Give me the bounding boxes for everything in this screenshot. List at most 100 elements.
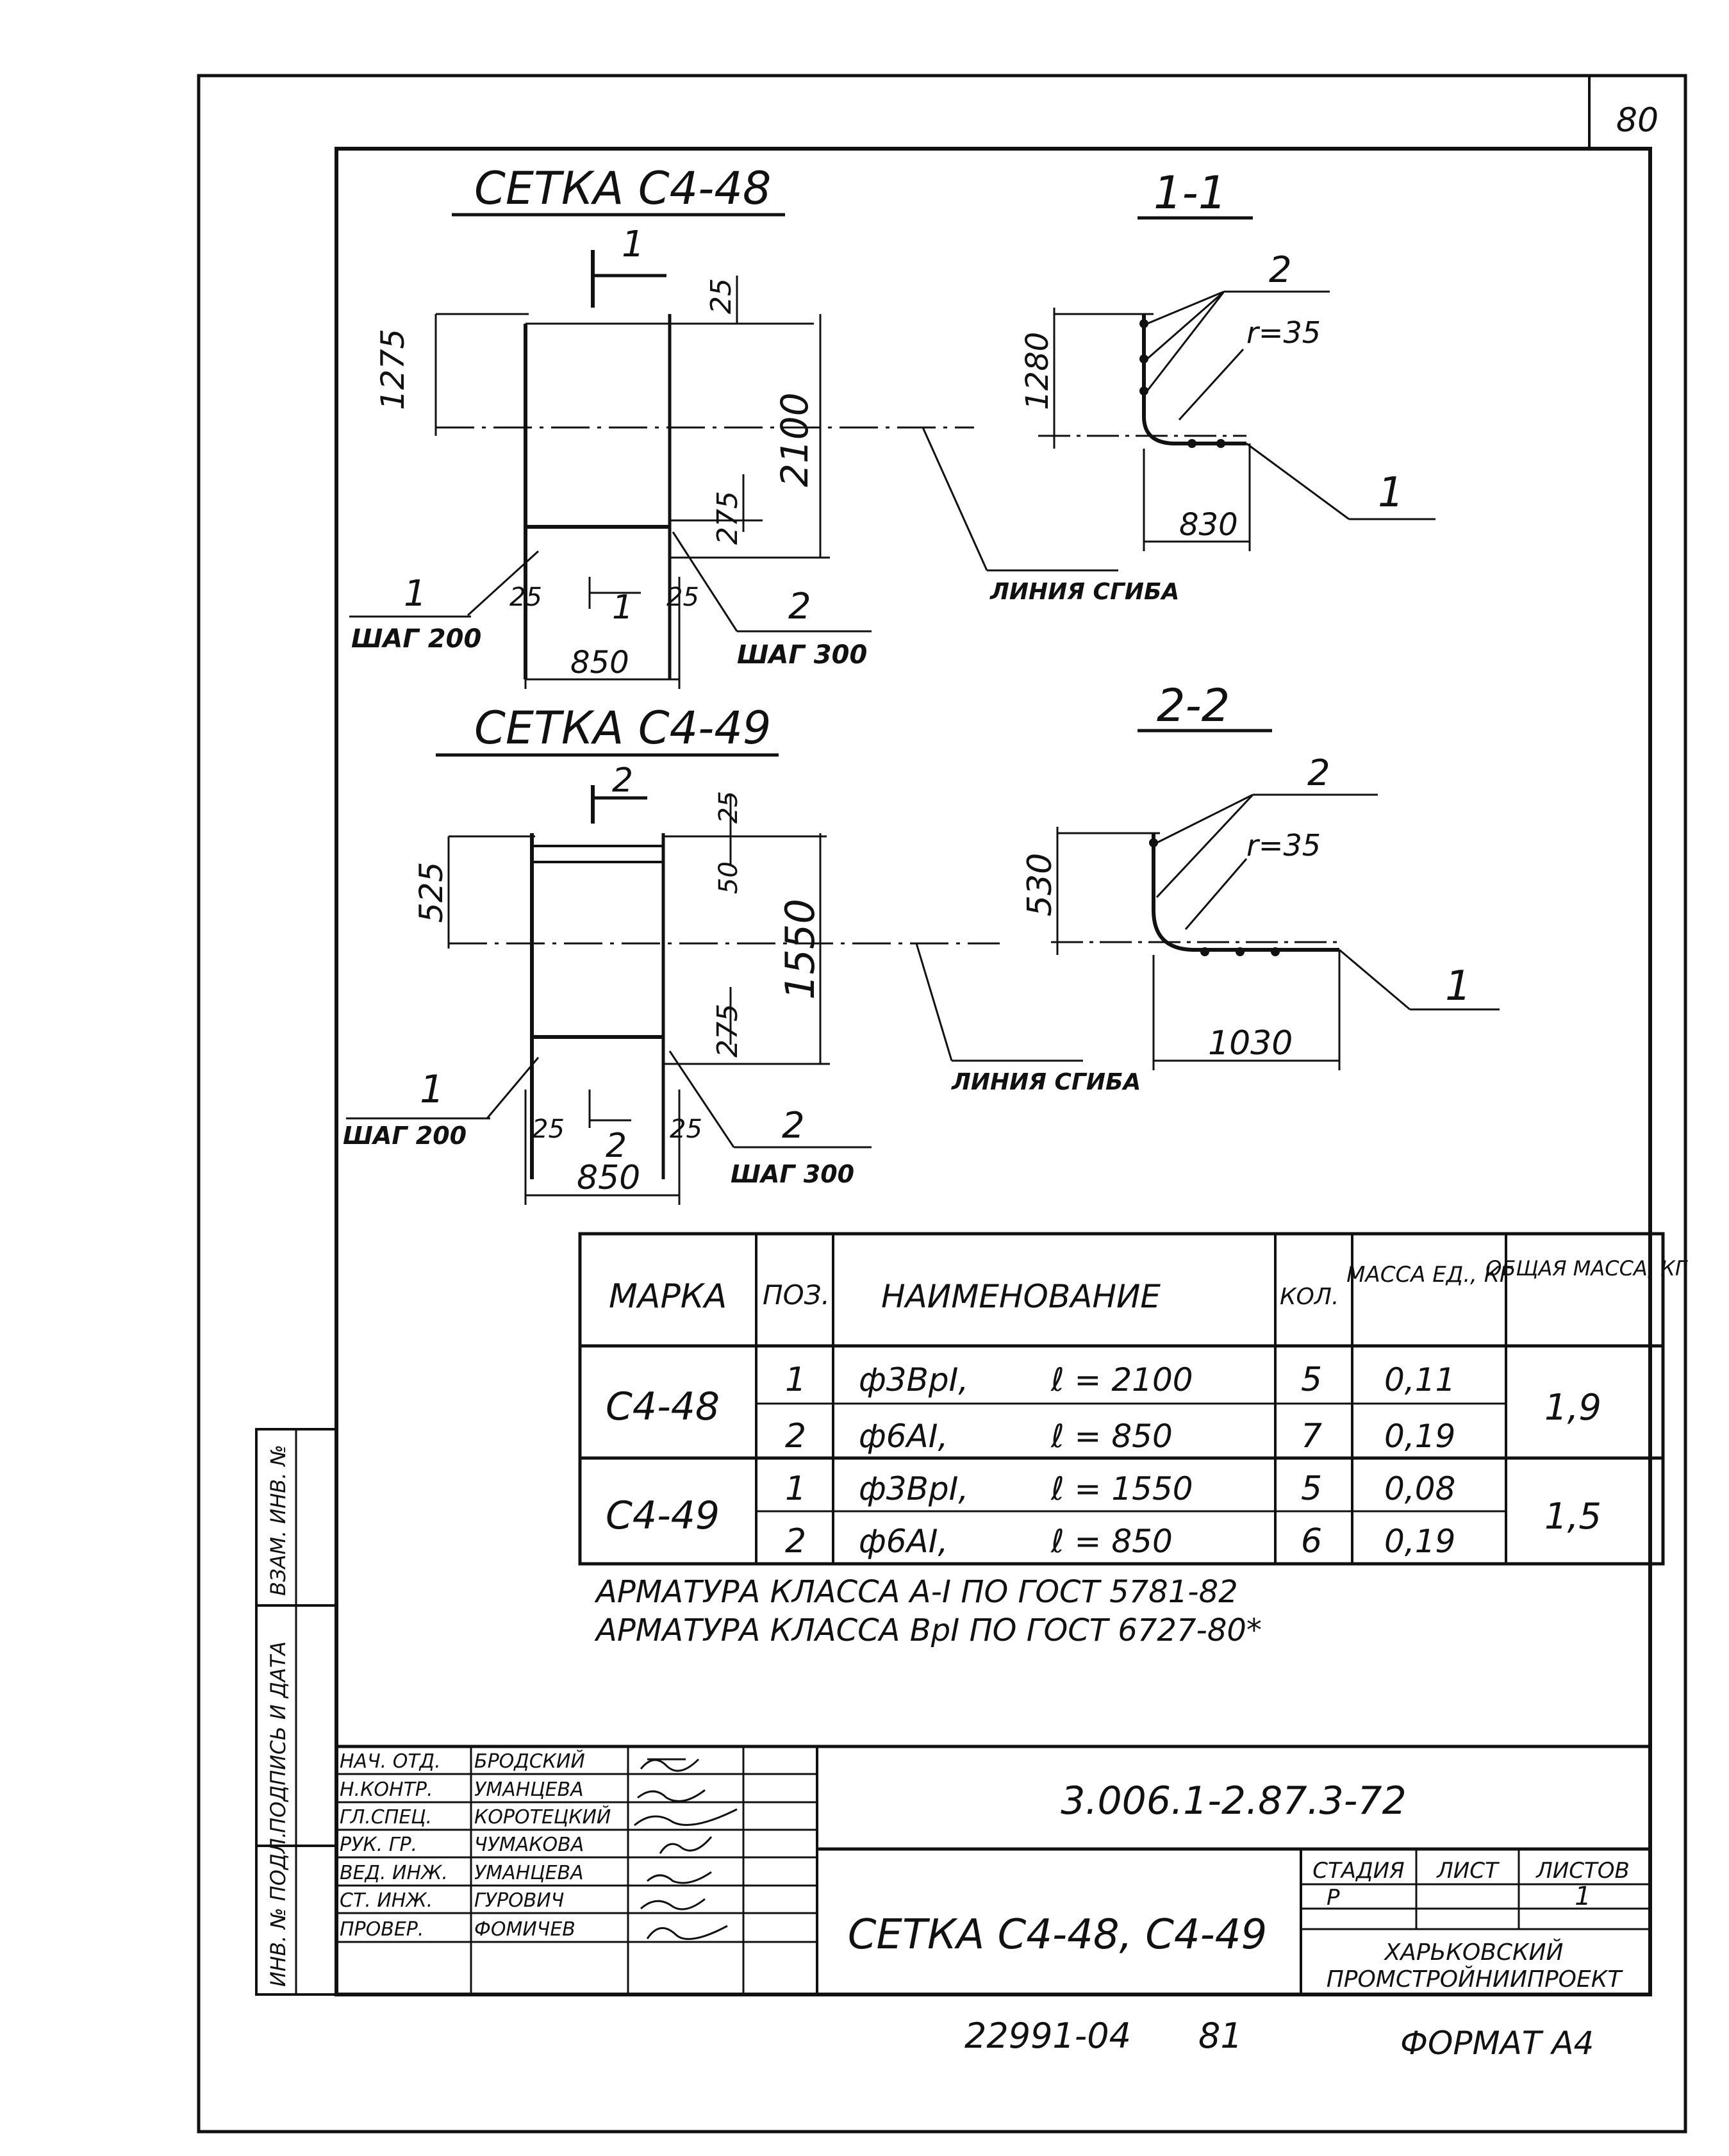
signature-scribbles: [634, 1758, 738, 1940]
spec-row3-qty: 5: [1301, 1470, 1322, 1508]
mesh-a-dim-25-right: 25: [666, 583, 699, 612]
mesh-a-dim-1275: 1275: [374, 329, 411, 410]
mesh-b-dim-275: 275: [711, 1004, 744, 1057]
spec-row3-mass: 0,08: [1384, 1470, 1455, 1507]
doc-code: 3.006.1-2.87.3-72: [1061, 1779, 1407, 1823]
spec-row2-pos: 2: [785, 1417, 806, 1455]
spec-header-unit-mass: МАССА ЕД., КГ: [1346, 1262, 1514, 1288]
inner-frame: [335, 147, 1652, 1996]
note-1: АРМАТУРА КЛАССА А-I ПО ГОСТ 5781-82: [594, 1574, 1238, 1610]
mesh-a-dim-25-top: 25: [705, 278, 738, 314]
mesh-b-dim-25-top: 25: [714, 791, 743, 824]
signer-2-role: Н.КОНТР.: [340, 1779, 433, 1801]
spec-row1-pos: 1: [785, 1361, 806, 1399]
signer-6-role: СТ. ИНЖ.: [340, 1889, 433, 1912]
mesh-b-dim-25-left: 25: [532, 1115, 565, 1144]
mesh-b-dim-850: 850: [577, 1159, 640, 1197]
section-a-title: 1-1: [1154, 167, 1227, 219]
mesh-c4-48-plan: СЕТКА С4-48 1 1275 25 2100 275 850 25 25: [349, 162, 1179, 689]
mesh-a-section-mark-bottom: 1: [612, 588, 633, 627]
spec-row4-qty: 6: [1301, 1522, 1322, 1561]
mesh-b-dim-1550: 1550: [777, 899, 823, 1000]
doc-title: СЕТКА С4-48, С4-49: [848, 1911, 1267, 1959]
footer-format: ФОРМАТ А4: [1400, 2025, 1594, 2062]
spec-row2-name: ф6АI,: [859, 1418, 948, 1455]
mesh-b-pos2-label: 2: [782, 1105, 805, 1147]
spec-row2-mass: 0,19: [1384, 1418, 1455, 1455]
section-b-pos2: 2: [1307, 752, 1330, 794]
section-a-pos2: 2: [1269, 249, 1292, 291]
mesh-b-title: СЕТКА С4-49: [474, 702, 771, 754]
spec-row2-len: ℓ = 850: [1050, 1418, 1173, 1455]
mesh-a-dim-2100: 2100: [773, 392, 816, 487]
mesh-a-dim-850: 850: [570, 645, 629, 681]
spec-row3-len: ℓ = 1550: [1050, 1470, 1193, 1507]
section-b-title: 2-2: [1157, 679, 1230, 732]
mesh-a-pos1-step: ШАГ 200: [351, 624, 481, 654]
footer-page: 81: [1198, 2016, 1243, 2056]
sheet-label: ЛИСТ: [1435, 1858, 1500, 1884]
spec-row1-qty: 5: [1301, 1361, 1322, 1399]
side-label-signature-date: ПОДПИСЬ И ДАТА: [266, 1641, 290, 1833]
stage-label: СТАДИЯ: [1312, 1858, 1404, 1884]
side-label-original-inv: ИНВ. № ПОДЛ.: [266, 1832, 290, 1987]
org-line-1: ХАРЬКОВСКИЙ: [1384, 1939, 1564, 1966]
mesh-b-dim-50: 50: [714, 861, 743, 894]
mesh-b-pos1-label: 1: [420, 1067, 444, 1112]
section-b-pos1: 1: [1445, 963, 1471, 1010]
signer-4-name: ЧУМАКОВА: [474, 1834, 584, 1856]
footer-inventory: 22991-04: [964, 2016, 1131, 2056]
spec-row1-len: ℓ = 2100: [1050, 1361, 1193, 1398]
sheets-label: ЛИСТОВ: [1535, 1858, 1630, 1884]
section-a-radius: r=35: [1246, 315, 1321, 350]
title-block: НАЧ. ОТД. БРОДСКИЙ Н.КОНТР. УМАНЦЕВА ГЛ.…: [336, 1745, 1650, 1994]
spec-row1-mass: 0,11: [1384, 1361, 1455, 1398]
sheets-value: 1: [1575, 1882, 1591, 1911]
mesh-b-section-mark-bottom: 2: [606, 1127, 627, 1165]
spec-total-c4-48: 1,9: [1544, 1387, 1601, 1429]
spec-row4-mass: 0,19: [1384, 1523, 1455, 1560]
section-a-dim-830: 830: [1179, 507, 1238, 543]
mesh-a-pos2-label: 2: [788, 586, 811, 627]
stage-value: Р: [1327, 1885, 1340, 1911]
mesh-b-section-mark: 2: [612, 761, 633, 800]
section-1-1: 1-1 1280 830 2 r=35 1: [1020, 167, 1435, 551]
signer-3-name: КОРОТЕЦКИЙ: [474, 1805, 611, 1828]
spec-row2-qty: 7: [1301, 1417, 1322, 1455]
section-2-2: 2-2 530 1030 2 r=35 1: [1021, 679, 1500, 1070]
mesh-a-pos1-label: 1: [404, 573, 427, 615]
spec-row4-name: ф6АI,: [859, 1523, 948, 1560]
signer-5-role: ВЕД. ИНЖ.: [340, 1862, 448, 1884]
note-2: АРМАТУРА КЛАССА ВрI ПО ГОСТ 6727-80*: [594, 1613, 1262, 1648]
spec-mark-c4-48: С4-48: [606, 1384, 720, 1429]
section-b-radius: r=35: [1246, 828, 1321, 863]
section-a-dim-1280: 1280: [1020, 332, 1055, 410]
signer-7-name: ФОМИЧЕВ: [474, 1918, 575, 1941]
mesh-a-title: СЕТКА С4-48: [474, 162, 771, 215]
signer-1-name: БРОДСКИЙ: [474, 1750, 585, 1773]
mesh-b-dim-525: 525: [413, 862, 450, 923]
signer-5-name: УМАНЦЕВА: [474, 1862, 584, 1884]
spec-header-pos: ПОЗ.: [763, 1279, 830, 1311]
spec-row4-pos: 2: [785, 1522, 806, 1561]
signer-3-role: ГЛ.СПЕЦ.: [340, 1806, 432, 1828]
signer-7-role: ПРОВЕР.: [340, 1918, 424, 1941]
mesh-b-bend-line: ЛИНИЯ СГИБА: [951, 1069, 1141, 1095]
signer-1-role: НАЧ. ОТД.: [340, 1750, 441, 1773]
mesh-a-pos2-step: ШАГ 300: [737, 640, 867, 670]
section-b-dim-530: 530: [1021, 853, 1059, 916]
section-b-dim-1030: 1030: [1208, 1024, 1293, 1063]
spec-header-total-mass: ОБЩАЯ МАССА, КГ: [1485, 1256, 1688, 1281]
signer-6-name: ГУРОВИЧ: [474, 1889, 564, 1912]
spec-mark-c4-49: С4-49: [606, 1493, 720, 1538]
mesh-a-dim-25-left: 25: [509, 583, 542, 612]
org-line-2: ПРОМСТРОЙНИИПРОЕКТ: [1327, 1966, 1624, 1993]
signer-4-role: РУК. ГР.: [340, 1834, 417, 1856]
spec-row3-pos: 1: [785, 1470, 806, 1508]
signer-2-name: УМАНЦЕВА: [474, 1779, 584, 1801]
mesh-b-pos2-step: ШАГ 300: [731, 1160, 854, 1188]
section-a-pos1: 1: [1378, 469, 1404, 517]
spec-row4-len: ℓ = 850: [1050, 1523, 1173, 1560]
spec-row3-name: ф3ВрI,: [859, 1470, 968, 1507]
